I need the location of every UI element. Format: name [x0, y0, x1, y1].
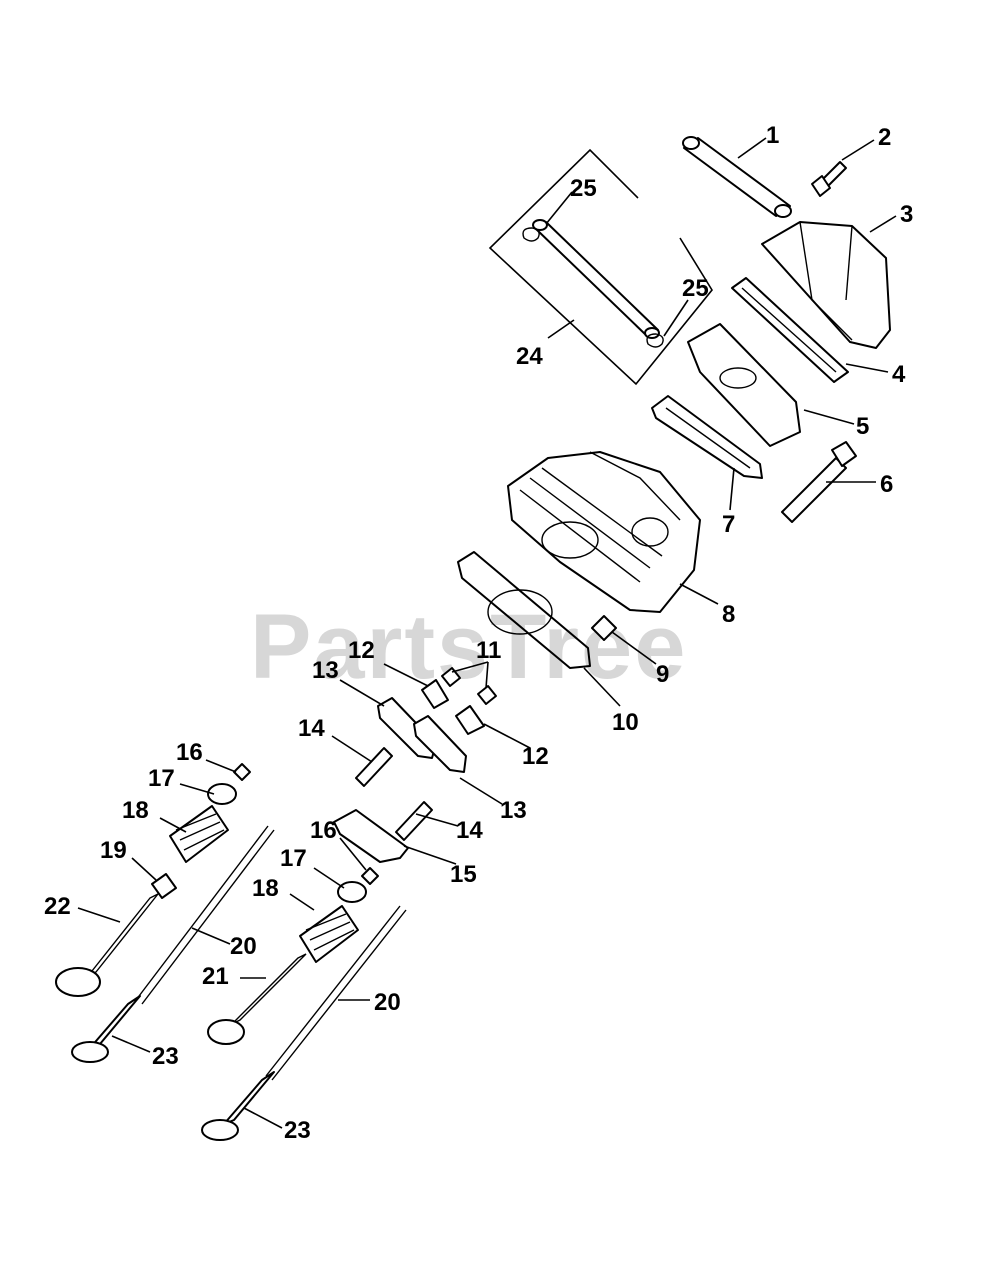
callout-24: 24	[516, 343, 543, 370]
part-12-guide-lower[interactable]	[455, 705, 485, 735]
part-18-spring-lower[interactable]	[299, 905, 359, 963]
part-23-lifter-lower[interactable]	[201, 1071, 275, 1141]
part-20-pushrod-lower[interactable]	[265, 905, 407, 1081]
part-1-tube[interactable]	[682, 136, 792, 218]
callout-8: 8	[722, 601, 735, 628]
callout-2: 2	[878, 124, 891, 151]
callout-14-upper: 14	[298, 715, 325, 742]
part-25-clip-upper[interactable]	[522, 227, 540, 242]
callout-20-upper: 20	[230, 933, 257, 960]
callout-17-upper: 17	[148, 765, 175, 792]
part-18-spring-upper[interactable]	[169, 805, 229, 863]
callout-23-upper: 23	[152, 1043, 179, 1070]
callout-16-upper: 16	[176, 739, 203, 766]
leader-lines	[77, 137, 897, 1129]
part-5-plate[interactable]	[687, 323, 801, 447]
part-24-tube[interactable]	[532, 219, 660, 339]
callout-5: 5	[856, 413, 869, 440]
part-14-stud-lower[interactable]	[395, 801, 433, 841]
part-10-head-gasket[interactable]	[457, 551, 591, 669]
callout-3: 3	[900, 201, 913, 228]
part-20-pushrod-upper[interactable]	[135, 825, 275, 1005]
callout-1: 1	[766, 122, 779, 149]
callout-19: 19	[100, 837, 127, 864]
watermark: PartsTree	[250, 596, 687, 698]
callout-23-lower: 23	[284, 1117, 311, 1144]
callout-11: 11	[476, 637, 501, 664]
part-12-guide-upper[interactable]	[421, 679, 449, 709]
part-2-screw[interactable]	[811, 161, 847, 197]
callout-14-lower: 14	[456, 817, 483, 844]
callout-13-upper: 13	[312, 657, 339, 684]
callout-10: 10	[612, 709, 639, 736]
callout-13-lower: 13	[500, 797, 527, 824]
part-19-seal[interactable]	[151, 873, 177, 899]
part-8-cylinder-head[interactable]	[507, 451, 701, 613]
callout-25-lower: 25	[682, 275, 709, 302]
callout-12-upper: 12	[348, 637, 375, 664]
callout-18-upper: 18	[122, 797, 149, 824]
part-3-valve-cover[interactable]	[761, 221, 891, 349]
callout-22: 22	[44, 893, 71, 920]
part-22-valve[interactable]	[55, 893, 159, 997]
part-16-keeper-upper[interactable]	[233, 763, 251, 781]
callout-21: 21	[202, 963, 229, 990]
callout-15: 15	[450, 861, 477, 888]
callout-labels: 1 2 3 4 5 6 7 8 9 10 11 12 12 13 13 14 1…	[44, 122, 913, 1144]
part-13-rocker-upper[interactable]	[377, 697, 437, 759]
part-21-valve[interactable]	[207, 953, 307, 1045]
part-16-keeper-lower[interactable]	[361, 867, 379, 885]
part-11-nut-lower[interactable]	[477, 685, 497, 705]
part-6-bolt[interactable]	[781, 441, 857, 523]
callout-12-lower: 12	[522, 743, 549, 770]
part-11-nut-upper[interactable]	[441, 667, 461, 687]
callout-9: 9	[656, 661, 669, 688]
callout-25-upper: 25	[570, 175, 597, 202]
part-15-plate[interactable]	[333, 809, 409, 863]
part-14-stud-upper[interactable]	[355, 747, 393, 787]
part-4-gasket[interactable]	[731, 277, 849, 383]
part-25-clip-lower[interactable]	[646, 333, 664, 348]
part-9-dowel[interactable]	[591, 615, 617, 641]
callout-16-lower: 16	[310, 817, 337, 844]
callout-20-lower: 20	[374, 989, 401, 1016]
part-17-retainer-upper[interactable]	[207, 783, 237, 805]
callout-17-lower: 17	[280, 845, 307, 872]
part-13-rocker-lower[interactable]	[413, 715, 467, 773]
part-7-gasket[interactable]	[651, 395, 763, 479]
callout-18-lower: 18	[252, 875, 279, 902]
part-17-retainer-lower[interactable]	[337, 881, 367, 903]
callout-4: 4	[892, 361, 906, 388]
callout-6: 6	[880, 471, 893, 498]
part-23-lifter-upper[interactable]	[71, 995, 141, 1063]
kit-box	[488, 148, 713, 386]
callout-7: 7	[722, 511, 735, 538]
